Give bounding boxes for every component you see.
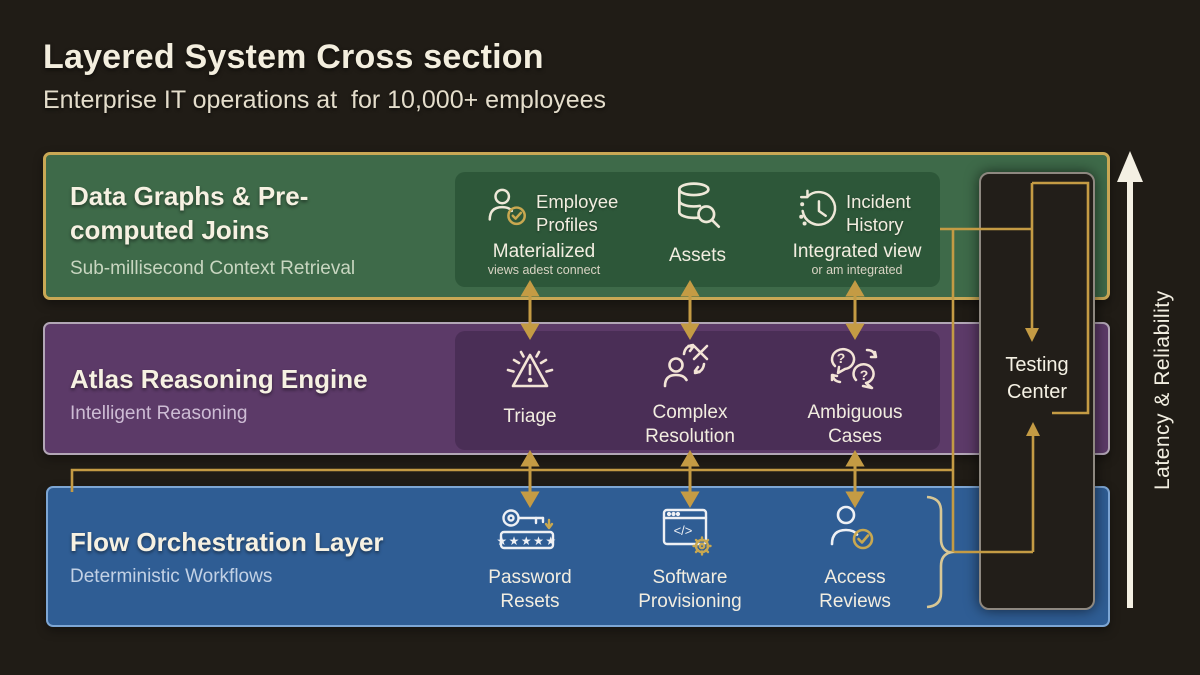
item-password-resets-label: Password Resets <box>488 567 572 612</box>
item-ambiguous-cases-label: Ambiguous Cases <box>807 402 903 447</box>
item-employee-profiles-label: Employee Profiles <box>536 191 619 235</box>
svg-text:?: ? <box>837 350 846 366</box>
item-access-reviews-label: Access Reviews <box>819 567 891 612</box>
item-complex-resolution-label: Complex Resolution <box>645 402 735 447</box>
layer-reasoning-title: Atlas Reasoning Engine <box>70 364 368 394</box>
person-resolution-icon <box>660 338 718 394</box>
item-incident-history-sub: Integrated view <box>792 241 922 262</box>
question-bubbles-icon: ? ? <box>823 340 885 394</box>
item-employee-profiles-sub: Materialized <box>492 241 596 262</box>
person-approve-icon <box>826 502 880 558</box>
data-graphs-items-panel <box>455 172 940 287</box>
svg-text:?: ? <box>860 367 869 383</box>
testing-center-label: Testing Center <box>1005 354 1069 403</box>
page-title: Layered System Cross section <box>43 38 544 76</box>
svg-text:</>: </> <box>674 523 693 538</box>
page-subtitle: Enterprise IT operations at for 10,000+ … <box>43 86 607 114</box>
app-gear-icon: </> <box>658 504 718 560</box>
layer-data-graphs-subtitle: Sub-millisecond Context Retrieval <box>70 258 356 279</box>
layer-reasoning-subtitle: Intelligent Reasoning <box>70 403 248 424</box>
layer-flow-title: Flow Orchestration Layer <box>70 527 384 557</box>
warning-triangle-icon <box>501 344 559 396</box>
person-check-icon <box>484 186 530 232</box>
item-employee-profiles-note: views adest connect <box>487 263 601 277</box>
item-triage-label: Triage <box>503 406 557 427</box>
password-key-icon: ★★★★★ <box>496 506 562 560</box>
item-incident-history-label: Incident History <box>846 191 911 235</box>
layer-data-graphs-title: Data Graphs & Pre-computed Joins <box>70 181 309 245</box>
svg-text:★★★★★: ★★★★★ <box>496 534 557 548</box>
layer-flow-subtitle: Deterministic Workflows <box>70 566 273 587</box>
database-search-icon <box>672 180 724 236</box>
item-assets-label: Assets <box>668 245 727 266</box>
latency-axis-label: Latency & Reliability <box>1151 290 1174 490</box>
clock-history-icon <box>795 188 841 234</box>
item-software-provisioning-label: Software Provisioning <box>638 567 742 612</box>
item-incident-history-note: or am integrated <box>811 263 903 277</box>
